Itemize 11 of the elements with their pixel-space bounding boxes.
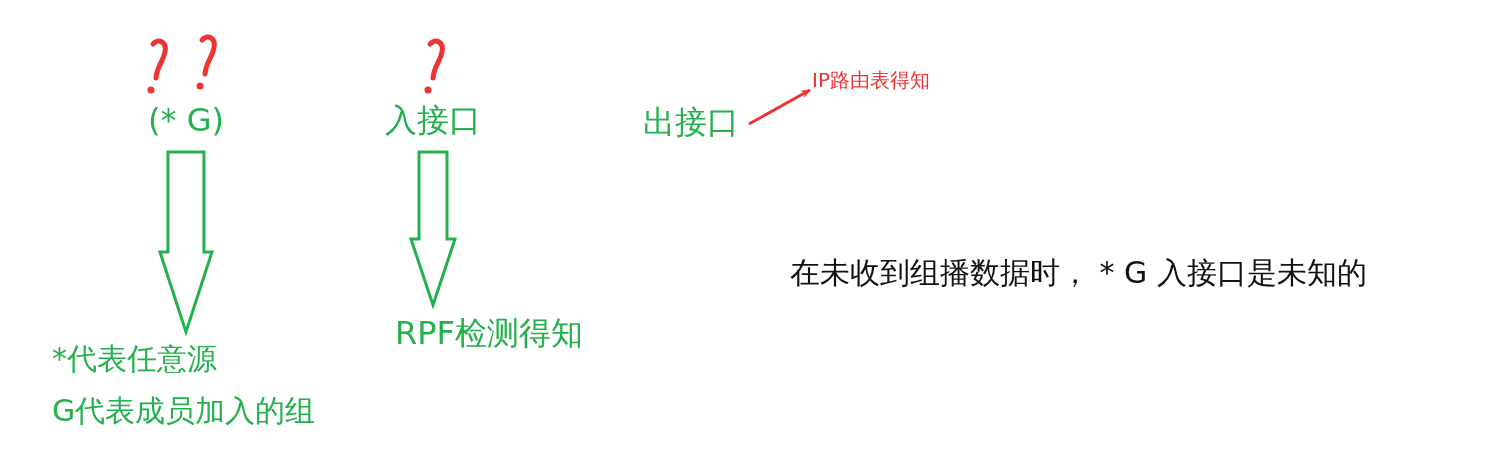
node-label: (* G) (148, 100, 224, 140)
hollow-arrow (157, 150, 215, 337)
note-text: 在未收到组播数据时， * G 入接口是未知的 (790, 254, 1368, 292)
node-label: *代表任意源 (52, 340, 218, 378)
hollow-arrow (408, 150, 458, 310)
node-label: G代表成员加入的组 (52, 392, 316, 430)
node-label: 出接口 (643, 102, 739, 142)
node-label: IP路由表得知 (812, 67, 930, 94)
node-label: 入接口 (385, 100, 481, 140)
node-label: RPF检测得知 (395, 313, 583, 353)
arrow (748, 88, 811, 126)
